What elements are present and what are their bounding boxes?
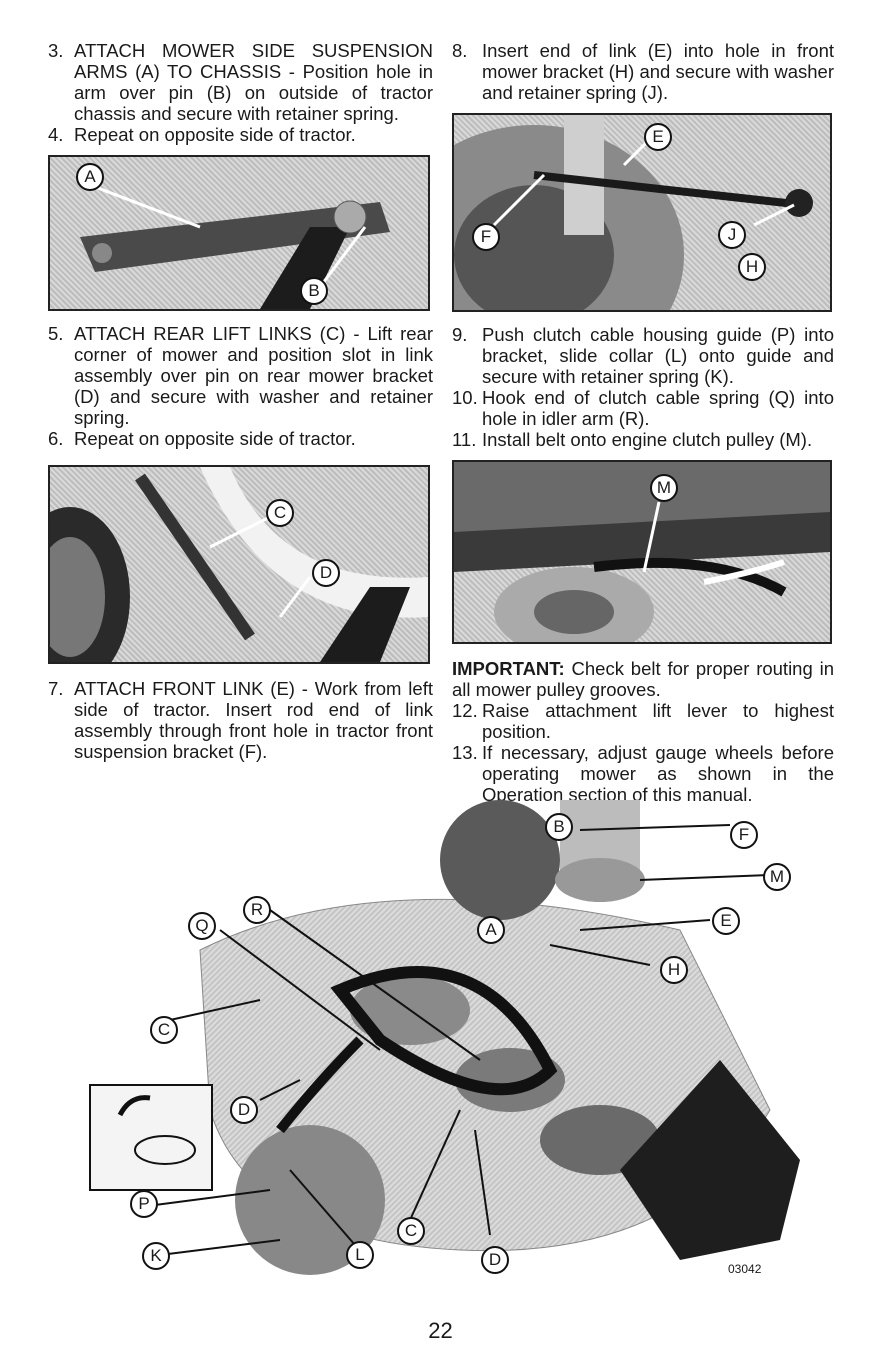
step-number: 9. xyxy=(452,324,468,345)
callout-B: B xyxy=(545,813,573,841)
callout-D: D xyxy=(312,559,340,587)
step-5: 5. ATTACH REAR LIFT LINKS (C) - Lift rea… xyxy=(48,323,433,428)
callout-J: J xyxy=(718,221,746,249)
step-number: 8. xyxy=(452,40,468,61)
step-text: Insert end of link (E) into hole in fron… xyxy=(482,40,834,103)
step-text: ATTACH MOWER SIDE SUSPENSION ARMS (A) TO… xyxy=(74,40,433,124)
callout-B: B xyxy=(300,277,328,305)
callout-C-lower: C xyxy=(397,1217,425,1245)
callout-C: C xyxy=(266,499,294,527)
step-3: 3. ATTACH MOWER SIDE SUSPENSION ARMS (A)… xyxy=(48,40,433,124)
callout-E: E xyxy=(644,123,672,151)
step-text: Install belt onto engine clutch pulley (… xyxy=(482,429,813,450)
step-13: 13. If necessary, adjust gauge wheels be… xyxy=(452,742,834,805)
callout-F: F xyxy=(472,223,500,251)
step-text: Repeat on opposite side of tractor. xyxy=(74,428,356,449)
callout-Q: Q xyxy=(188,912,216,940)
step-9: 9. Push clutch cable housing guide (P) i… xyxy=(452,324,834,387)
photo-rear-lift-link: C D xyxy=(48,465,430,664)
step-text: Repeat on opposite side of tractor. xyxy=(74,124,356,145)
photo-clutch-pulley: M xyxy=(452,460,832,644)
callout-C: C xyxy=(150,1016,178,1044)
callout-H: H xyxy=(738,253,766,281)
step-number: 3. xyxy=(48,40,64,61)
mower-deck-illustration xyxy=(89,800,800,1275)
step-6: 6. Repeat on opposite side of tractor. xyxy=(48,428,433,449)
callout-D: D xyxy=(230,1096,258,1124)
callout-A: A xyxy=(76,163,104,191)
step-11: 11. Install belt onto engine clutch pull… xyxy=(452,429,834,450)
step-number: 5. xyxy=(48,323,64,344)
step-text: Push clutch cable housing guide (P) into… xyxy=(482,324,834,387)
step-text: Hook end of clutch cable spring (Q) into… xyxy=(482,387,834,429)
important-note: IMPORTANT: Check belt for proper routing… xyxy=(452,658,834,700)
rear-lift-link-illustration xyxy=(50,467,428,662)
step-number: 13. xyxy=(452,742,478,763)
step-12: 12. Raise attachment lift lever to highe… xyxy=(452,700,834,742)
callout-H: H xyxy=(660,956,688,984)
callout-K: K xyxy=(142,1242,170,1270)
callout-F: F xyxy=(730,821,758,849)
suspension-arm-illustration xyxy=(80,183,390,309)
callout-M: M xyxy=(650,474,678,502)
photo-front-link: E F J H xyxy=(452,113,832,312)
step-number: 7. xyxy=(48,678,64,699)
callout-M: M xyxy=(763,863,791,891)
mower-deck-diagram: B F M R Q A E H C D P K L C D xyxy=(80,780,820,1300)
left-column: 3. ATTACH MOWER SIDE SUSPENSION ARMS (A)… xyxy=(48,40,433,762)
callout-P: P xyxy=(130,1190,158,1218)
step-number: 10. xyxy=(452,387,478,408)
clutch-pulley-illustration xyxy=(454,462,830,642)
front-link-illustration xyxy=(454,115,813,310)
right-column: 8. Insert end of link (E) into hole in f… xyxy=(452,40,834,805)
important-text: Check belt for proper routing in all mow… xyxy=(452,658,834,700)
step-number: 4. xyxy=(48,124,64,145)
page-number: 22 xyxy=(428,1318,453,1343)
step-4: 4. Repeat on opposite side of tractor. xyxy=(48,124,433,145)
callout-L: L xyxy=(346,1241,374,1269)
callout-E: E xyxy=(712,907,740,935)
callout-D-lower: D xyxy=(481,1246,509,1274)
photo-suspension-arm: A B xyxy=(48,155,430,311)
important-label: IMPORTANT: xyxy=(452,658,565,679)
step-8: 8. Insert end of link (E) into hole in f… xyxy=(452,40,834,103)
callout-A: A xyxy=(477,916,505,944)
step-7: 7. ATTACH FRONT LINK (E) - Work from lef… xyxy=(48,678,433,762)
callout-R: R xyxy=(243,896,271,924)
step-10: 10. Hook end of clutch cable spring (Q) … xyxy=(452,387,834,429)
step-text: ATTACH REAR LIFT LINKS (C) - Lift rear c… xyxy=(74,323,433,428)
step-number: 12. xyxy=(452,700,478,721)
step-text: Raise attachment lift lever to highest p… xyxy=(482,700,834,742)
step-number: 6. xyxy=(48,428,64,449)
part-number: 03042 xyxy=(728,1262,762,1276)
step-number: 11. xyxy=(452,429,477,450)
step-text: ATTACH FRONT LINK (E) - Work from left s… xyxy=(74,678,433,762)
step-text: If necessary, adjust gauge wheels before… xyxy=(482,742,834,805)
